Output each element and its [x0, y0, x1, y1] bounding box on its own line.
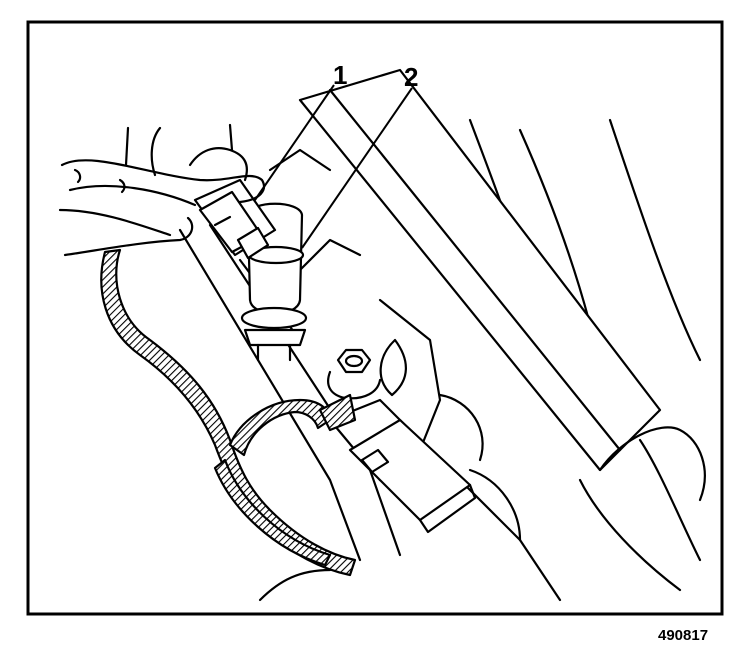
- fuel-rail: [298, 68, 706, 592]
- leader-line-2: [301, 87, 413, 249]
- sensor-connector: [318, 393, 477, 534]
- leader-line-1: [254, 84, 335, 201]
- electrical-connector: [193, 178, 277, 260]
- callout-label-2: 2: [404, 62, 418, 92]
- bolt: [327, 348, 382, 400]
- callout-leaders: [254, 84, 413, 249]
- fuel-injector: [240, 202, 308, 362]
- figure-id: 490817: [658, 627, 708, 644]
- wiring-harness: [100, 248, 357, 577]
- hand-illustration: [58, 147, 266, 257]
- callout-label-1: 1: [333, 60, 347, 90]
